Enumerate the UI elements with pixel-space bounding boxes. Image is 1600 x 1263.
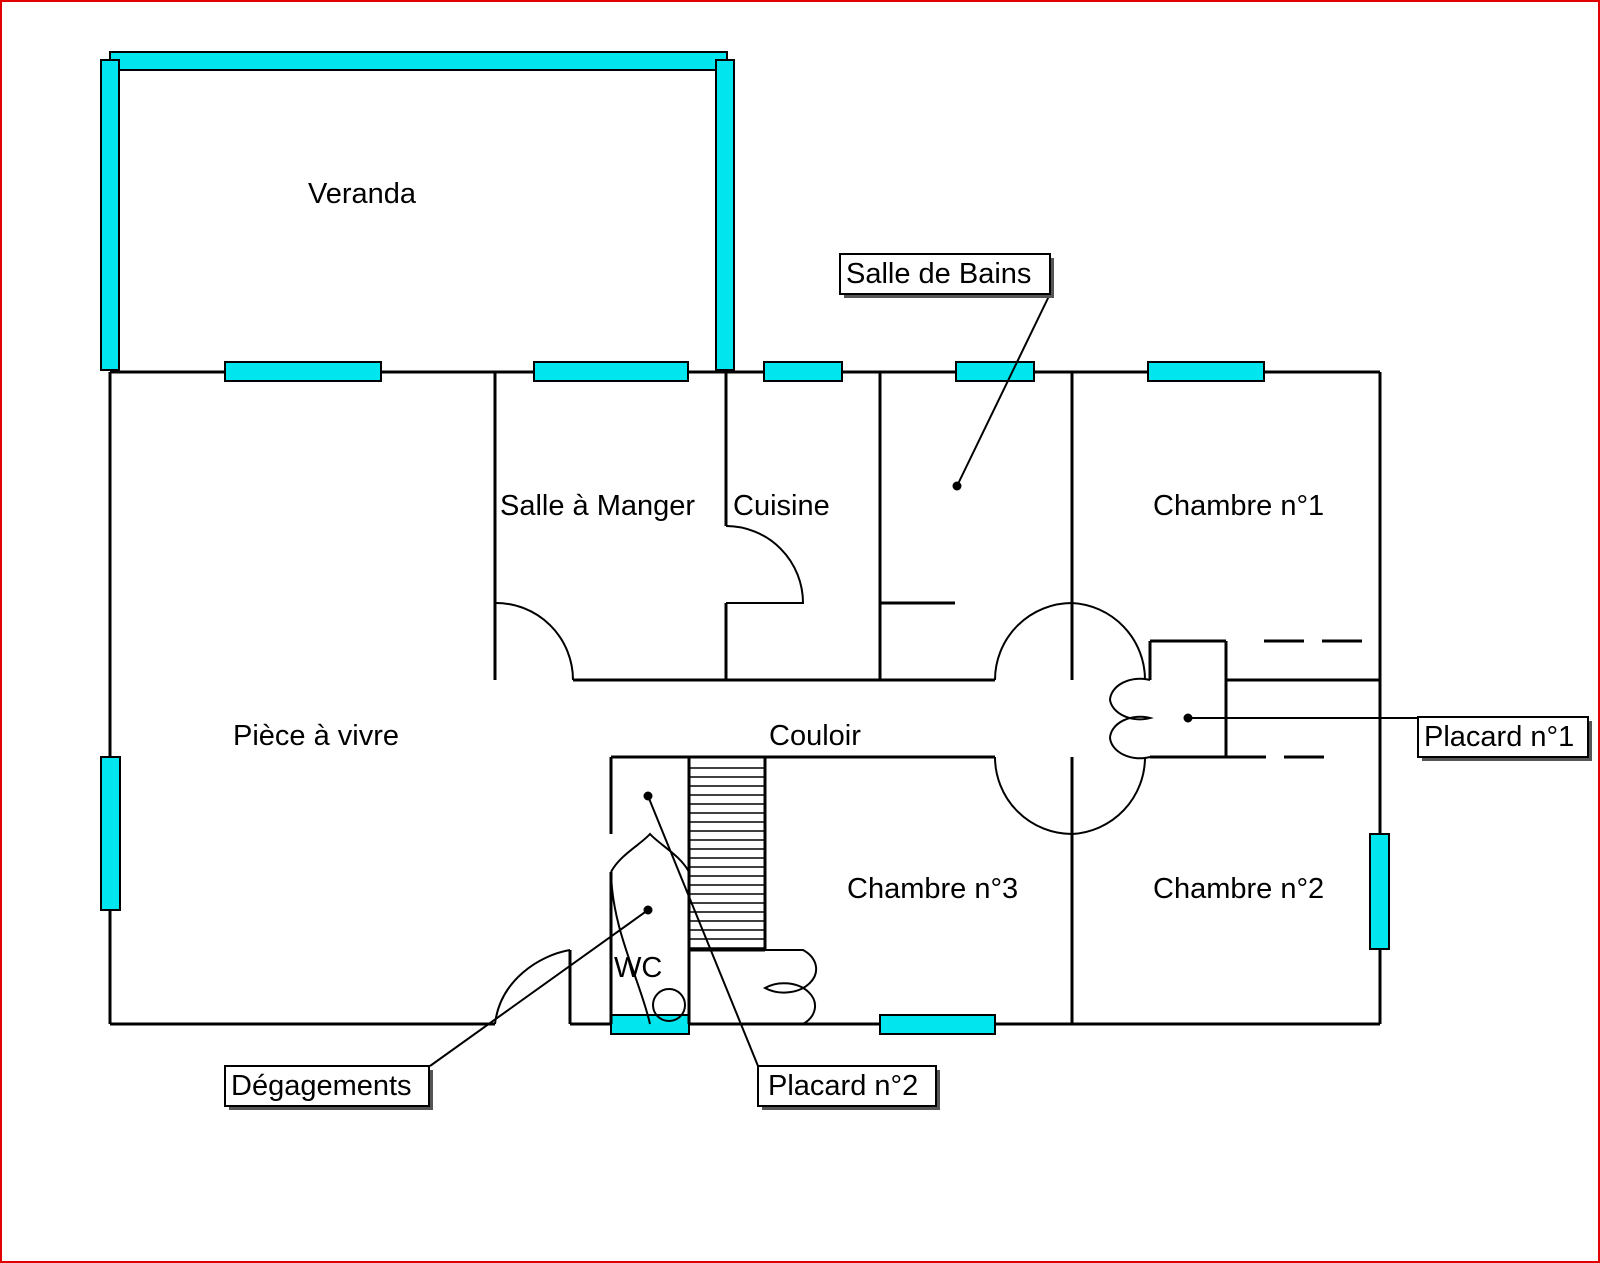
callout-salle-de-bains: Salle de Bains	[839, 253, 1054, 298]
door-bathroom-chambre1	[994, 601, 1147, 681]
window	[879, 1014, 996, 1035]
window	[224, 361, 382, 382]
window	[763, 361, 843, 382]
window	[610, 1014, 690, 1035]
veranda-walls	[100, 51, 735, 371]
window	[100, 756, 121, 911]
label-veranda: Veranda	[308, 178, 417, 210]
callout-salle-de-bains-text: Salle de Bains	[846, 258, 1031, 290]
callout-degagements-text: Dégagements	[231, 1070, 412, 1102]
room-labels: Veranda Pièce à vivre Salle à Manger Cui…	[233, 178, 1324, 984]
door-cuisine	[725, 525, 805, 604]
door-wc	[610, 871, 651, 1025]
door-chambre3-chambre2	[994, 756, 1147, 836]
window	[1369, 833, 1390, 950]
window	[533, 361, 689, 382]
door-placard2	[610, 832, 690, 873]
label-chambre2: Chambre n°2	[1153, 873, 1324, 905]
door-chambre3	[762, 949, 818, 1025]
label-couloir: Couloir	[769, 720, 861, 752]
door-degagements	[494, 949, 571, 1025]
interior-walls	[493, 372, 1380, 1024]
callout-placard1-text: Placard n°1	[1424, 721, 1574, 753]
label-piece-a-vivre: Pièce à vivre	[233, 720, 399, 752]
leader-lines	[429, 293, 1418, 1067]
windows	[100, 361, 1390, 1035]
staircase	[689, 767, 765, 949]
window	[1147, 361, 1265, 382]
door-swings	[494, 525, 1154, 1025]
label-chambre3: Chambre n°3	[847, 873, 1018, 905]
callout-placard2-text: Placard n°2	[768, 1070, 918, 1102]
veranda-right-window	[715, 59, 735, 371]
callout-placard2: Placard n°2	[757, 1065, 940, 1110]
door-placard1	[1108, 677, 1154, 760]
label-chambre1: Chambre n°1	[1153, 490, 1324, 522]
label-wc: WC	[614, 952, 662, 984]
wc-toilet-icon	[652, 988, 686, 1022]
veranda-top-window	[109, 51, 728, 71]
callout-degagements: Dégagements	[224, 1065, 433, 1110]
veranda-left-window	[100, 59, 120, 371]
callout-placard1: Placard n°1	[1417, 716, 1592, 761]
window	[955, 361, 1035, 382]
label-cuisine: Cuisine	[733, 490, 830, 522]
exterior-walls	[108, 370, 1382, 1026]
door-salle-a-manger	[494, 601, 574, 681]
label-salle-a-manger: Salle à Manger	[500, 490, 695, 522]
